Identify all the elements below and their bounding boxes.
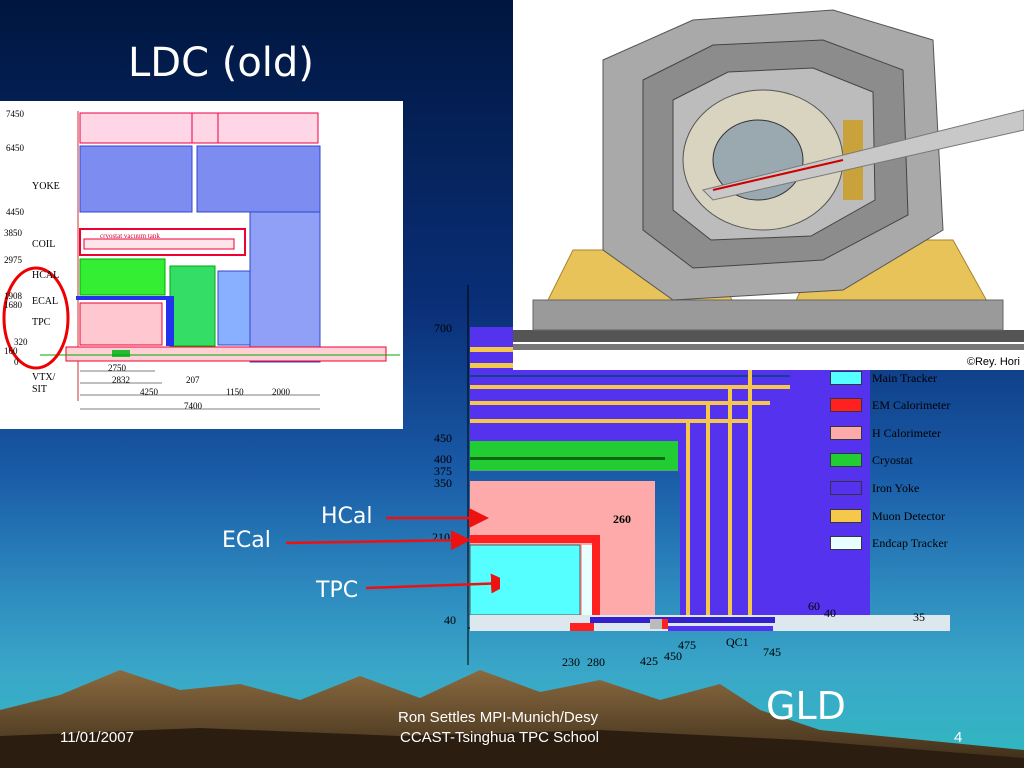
gld-y-label: 400	[434, 452, 452, 466]
gld-x-label: 230	[562, 655, 580, 669]
annotation-arrows	[285, 508, 500, 594]
legend-item: Cryostat	[830, 453, 913, 467]
gld-x-label: 450	[664, 649, 682, 663]
ldc-dimension: 2750	[108, 363, 126, 373]
mountain-landscape	[0, 670, 1024, 768]
ldc-y-label: 3850	[4, 228, 22, 238]
gld-inner-label: 60	[808, 599, 820, 613]
legend-item: Muon Detector	[830, 509, 945, 523]
ldc-dimension: 7400	[184, 401, 202, 411]
photo-credit: ©Rey. Hori	[966, 356, 1020, 368]
ldc-y-label: 7450	[6, 109, 24, 119]
legend-swatch	[830, 371, 862, 385]
legend-swatch	[830, 509, 862, 523]
footer-date: 11/01/2007	[60, 729, 134, 746]
gld-label: GLD	[766, 684, 846, 728]
gld-x-label: 280	[587, 655, 605, 669]
legend-item: EM Calorimeter	[830, 398, 950, 412]
ldc-dimension: 2000	[272, 387, 290, 397]
ldc-y-label: 1908	[4, 291, 22, 301]
ldc-drawing	[2, 111, 400, 410]
legend-item: H Calorimeter	[830, 426, 941, 440]
legend-swatch	[830, 536, 862, 550]
slide-title: LDC (old)	[128, 40, 314, 86]
ldc-region-label: TPC	[32, 317, 51, 328]
gld-y-label: 375	[434, 464, 452, 478]
footer-author-line1: Ron Settles MPI-Munich/Desy	[398, 709, 599, 726]
legend-label: Endcap Tracker	[872, 535, 948, 550]
legend-item: Main Tracker	[830, 371, 937, 385]
legend-item: Endcap Tracker	[830, 536, 948, 550]
ldc-dimension: 2832	[112, 375, 130, 385]
ldc-dimension: 207	[186, 375, 200, 385]
ldc-diagram: 7450 6450 4450 3850 2975 1908 1680 320 1…	[0, 101, 403, 429]
gld-y-label: 450	[434, 431, 452, 445]
gld-inner-label: 260	[613, 512, 631, 526]
ldc-region-label: ECAL	[32, 296, 59, 307]
tpc-arrow-label: TPC	[316, 578, 359, 603]
ldc-y-label: 0	[14, 357, 19, 367]
ldc-region-label: YOKE	[32, 181, 60, 192]
ldc-dimension: 4250	[140, 387, 158, 397]
ldc-y-label: 2975	[4, 255, 22, 265]
ldc-y-label: 4450	[6, 207, 24, 217]
gld-x-label: 425	[640, 654, 658, 668]
ecal-arrow-label: ECal	[222, 528, 271, 553]
legend-label: Main Tracker	[872, 370, 937, 385]
legend-swatch	[830, 453, 862, 467]
ldc-y-label: 160	[4, 346, 18, 356]
legend-item: Iron Yoke	[830, 481, 919, 495]
gld-inner-label: 35	[913, 610, 925, 624]
ldc-y-label: 320	[14, 337, 28, 347]
ldc-region-label: HCAL	[32, 270, 60, 281]
gld-qc1-label: QC1	[726, 635, 749, 649]
legend-label: EM Calorimeter	[872, 397, 951, 412]
hcal-arrow-label: HCal	[321, 504, 373, 529]
legend-swatch	[830, 426, 862, 440]
tpc-arrow	[365, 573, 500, 594]
footer-author-line2: CCAST-Tsinghua TPC School	[400, 729, 599, 746]
legend-label: Iron Yoke	[872, 480, 920, 495]
legend-label: H Calorimeter	[872, 425, 941, 440]
legend-label: Cryostat	[872, 452, 913, 467]
legend-label: Muon Detector	[872, 508, 945, 523]
ldc-dimension: 1150	[226, 387, 244, 397]
ldc-y-label: 1680	[4, 300, 22, 310]
legend-swatch	[830, 481, 862, 495]
legend-swatch	[830, 398, 862, 412]
ldc-y-label: 6450	[6, 143, 24, 153]
gld-y-label: 700	[434, 321, 452, 335]
footer-page-number: 4	[954, 729, 963, 746]
detector-illustration	[513, 9, 1024, 350]
gld-x-label: 745	[763, 645, 781, 659]
detector-photo: ©Rey. Hori	[513, 0, 1024, 370]
gld-inner-label: 40	[824, 606, 836, 620]
ecal-arrow	[285, 530, 471, 551]
ldc-region-label: VTX/	[32, 372, 56, 383]
gld-y-label: 40	[444, 613, 456, 627]
gld-y-label: 350	[434, 476, 452, 490]
gld-x-label: 475	[678, 638, 696, 652]
ldc-region-label: COIL	[32, 239, 56, 250]
ldc-cryostat-text: cryostat vacuum tank	[100, 232, 160, 240]
ldc-region-label: SIT	[32, 384, 47, 395]
